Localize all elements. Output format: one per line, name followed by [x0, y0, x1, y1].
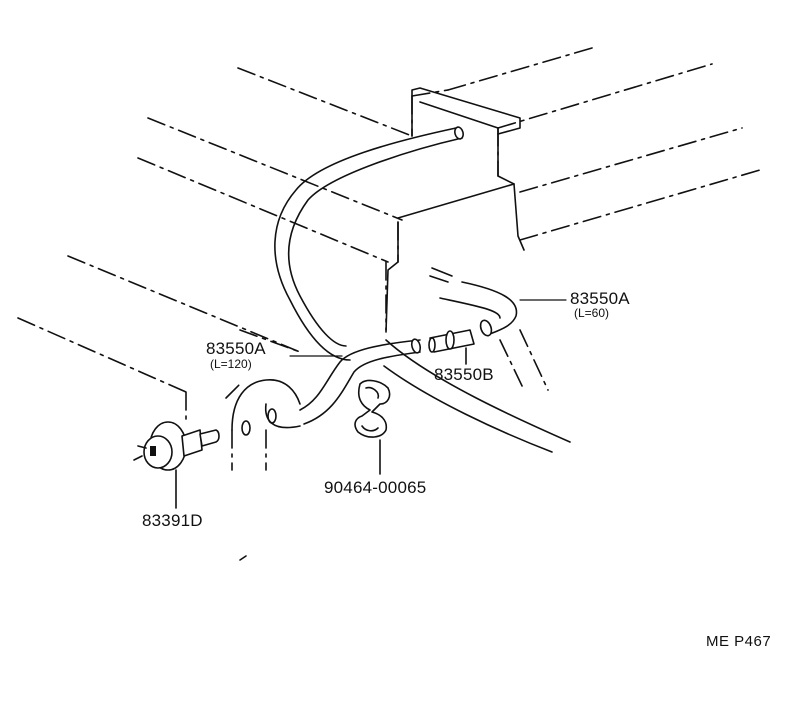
- leader-lines: [289, 299, 567, 357]
- vacuum-sensor-83391D: [133, 421, 220, 509]
- sensor-part-number: 83391D: [142, 511, 203, 530]
- clamp-part-number: 90464-00065: [324, 478, 427, 497]
- mount-bracket: [231, 379, 301, 561]
- hose-long: [264, 126, 464, 429]
- clamp-90464: [354, 379, 391, 475]
- phantom-body-lines: [17, 47, 761, 471]
- hose-short: [429, 267, 518, 337]
- hose-short-length: (L=60): [574, 306, 610, 320]
- hose-short-part-number: 83550A: [570, 289, 630, 308]
- engine-block-outline: [383, 87, 571, 453]
- connector-83550B: [428, 329, 475, 365]
- hose-long-part-number: 83550A: [206, 339, 266, 358]
- hose-long-length: (L=120): [210, 357, 252, 371]
- connector-part-number: 83550B: [434, 365, 494, 384]
- page-reference: ME P467: [706, 633, 772, 650]
